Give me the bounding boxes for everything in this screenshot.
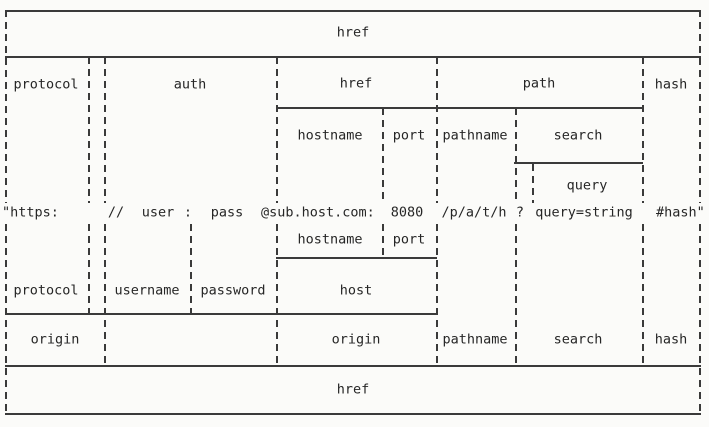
url-slashes: //: [107, 204, 125, 221]
label-pathname-lower: pathname: [442, 331, 508, 348]
label-host: host: [339, 282, 373, 299]
label-query: query: [566, 177, 608, 194]
url-pathname: /p/a/t/h: [441, 204, 507, 221]
divider-outer-left-upper: [5, 10, 7, 203]
divider-username-left-lower: [104, 224, 106, 366]
label-protocol-lower: protocol: [13, 282, 79, 299]
label-search-lower: search: [553, 331, 603, 348]
label-protocol-upper: protocol: [13, 76, 79, 93]
divider-search-hash-lower: [642, 224, 644, 366]
label-port-lower: port: [392, 231, 426, 248]
divider-username-password: [190, 224, 192, 314]
url-question-mark: ?: [515, 204, 525, 221]
label-origin-left: origin: [30, 331, 80, 348]
label-search-upper: search: [553, 127, 603, 144]
line-host-top: [276, 257, 437, 259]
label-hash-upper: hash: [654, 76, 688, 93]
url-pass: pass: [210, 204, 244, 221]
label-pathname-upper: pathname: [442, 127, 508, 144]
divider-auth-host-upper: [276, 57, 278, 203]
divider-query-left: [532, 164, 534, 203]
url-hash-close-quote: #hash": [656, 204, 705, 221]
line-query-top: [514, 162, 643, 164]
label-href-middle: href: [339, 75, 373, 92]
label-path: path: [522, 75, 556, 92]
label-origin-right: origin: [331, 331, 381, 348]
divider-protocol-right-lower: [88, 224, 90, 314]
divider-hostname-port-lower: [382, 224, 384, 258]
url-at-host: @sub.host.com:: [261, 204, 375, 221]
label-hash-lower: hash: [654, 331, 688, 348]
url-port: 8080: [390, 204, 424, 221]
divider-path-hash-upper: [642, 57, 644, 203]
divider-pathname-search-lower: [515, 224, 517, 366]
label-hostname-lower: hostname: [297, 231, 363, 248]
line-outer-top: [5, 10, 701, 12]
line-origin-top: [5, 313, 437, 315]
divider-hostname-port-upper: [382, 108, 384, 203]
line-host-path-bracket: [276, 107, 643, 109]
label-href-bottom: href: [336, 381, 370, 398]
divider-outer-right-lower: [699, 224, 701, 414]
divider-pathname-search-upper: [515, 108, 517, 203]
divider-host-pathname-lower: [436, 224, 438, 366]
divider-outer-left-lower: [5, 224, 7, 414]
label-port-upper: port: [392, 127, 426, 144]
url-user: user: [141, 204, 175, 221]
label-password: password: [200, 282, 266, 299]
url-open-quote-protocol: "https:: [2, 204, 59, 221]
line-top-href-bottom: [5, 56, 701, 58]
line-outer-bottom: [5, 413, 701, 415]
divider-auth-left-upper: [104, 57, 106, 203]
divider-protocol-right-upper: [88, 57, 90, 203]
label-auth: auth: [173, 76, 207, 93]
label-username: username: [114, 282, 180, 299]
label-href-top: href: [336, 24, 370, 41]
url-colon: :: [183, 204, 193, 221]
divider-outer-right-upper: [699, 10, 701, 203]
divider-password-host-lower: [276, 224, 278, 366]
label-hostname-upper: hostname: [297, 127, 363, 144]
line-bottom-href-top: [5, 365, 701, 367]
divider-host-path-upper: [436, 57, 438, 203]
url-query-string: query=string: [535, 204, 633, 221]
